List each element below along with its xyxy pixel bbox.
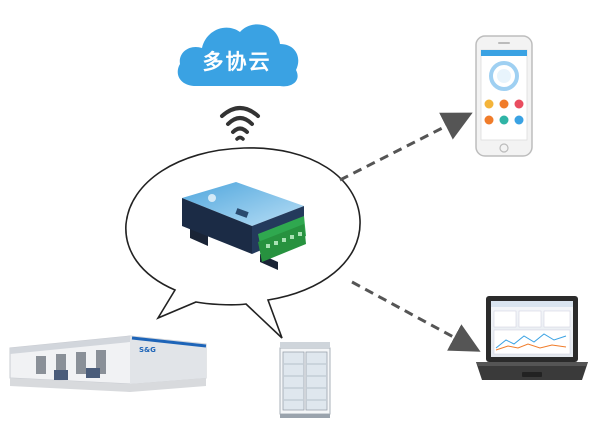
- cloud-label: 多协云: [187, 44, 287, 78]
- factory-building-icon: [10, 336, 206, 392]
- smartphone-icon: [476, 36, 532, 156]
- factory-sign: S&G: [139, 346, 156, 354]
- refrigerator-icon: [280, 342, 330, 418]
- arrow-to-laptop: [352, 282, 470, 346]
- arrow-to-phone: [340, 118, 462, 180]
- laptop-icon: [476, 296, 588, 380]
- wifi-icon: [222, 108, 258, 139]
